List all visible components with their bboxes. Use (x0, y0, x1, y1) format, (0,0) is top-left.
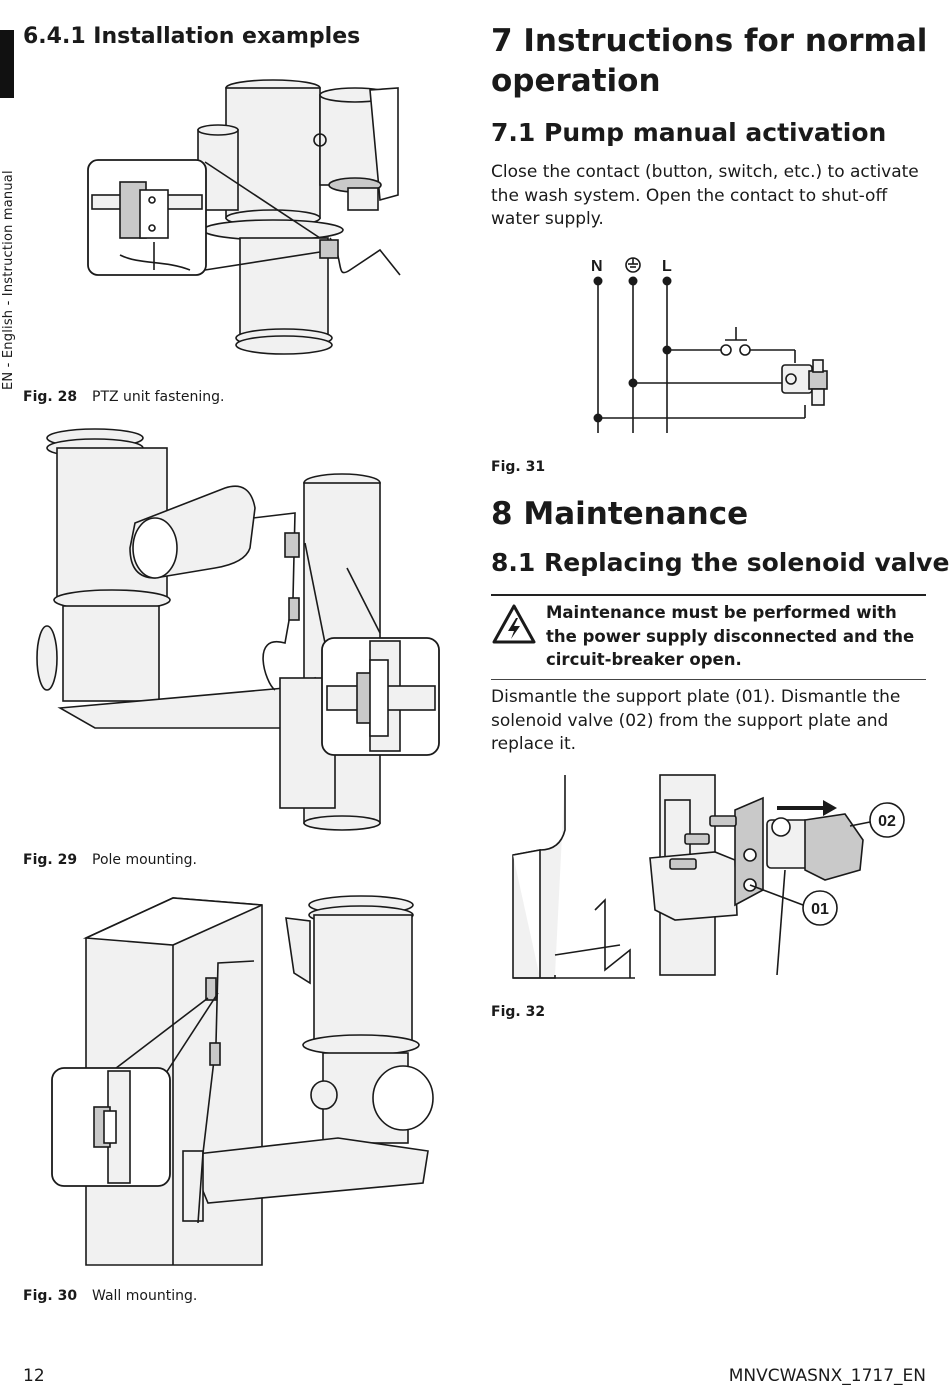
document-code: MNVCWASNX_1717_EN (728, 1366, 926, 1386)
section-title-6-4-1: 6.4.1 Installation examples (23, 24, 361, 49)
chapter-7-title: 7 Instructions for normal operation (491, 23, 928, 99)
fig30-caption: Wall mounting. (92, 1288, 198, 1304)
fig28-caption: PTZ unit fastening. (92, 389, 225, 405)
screw-icon (669, 815, 757, 892)
side-tab-bar (0, 30, 14, 98)
label-l: L (662, 258, 672, 275)
label-n: N (591, 258, 603, 275)
warning-text: Maintenance must be performed with the p… (546, 603, 915, 669)
warning-bottom-rule (491, 679, 926, 680)
side-label: EN - English - Instruction manual (1, 170, 16, 390)
fig30-number: Fig. 30 (23, 1288, 78, 1304)
fig29-caption: Pole mounting. (92, 852, 197, 868)
section-7-1-body: Close the contact (button, switch, etc.)… (491, 162, 919, 229)
figure-28-illustration (87, 79, 401, 355)
figure-32-illustration: 02 01 (512, 774, 905, 979)
chapter-8-title: 8 Maintenance (491, 496, 749, 532)
ground-symbol-icon (625, 257, 641, 273)
fig29-number: Fig. 29 (23, 852, 78, 868)
section-7-1-title: 7.1 Pump manual activation (491, 118, 887, 147)
callout-02: 02 (878, 813, 896, 830)
page-number: 12 (23, 1366, 45, 1386)
fig31-number: Fig. 31 (491, 459, 546, 475)
fig32-number: Fig. 32 (491, 1004, 546, 1020)
electrical-warning-icon (492, 604, 536, 644)
figure-29-illustration (36, 428, 440, 831)
figure-30-illustration (51, 895, 434, 1266)
callout-01: 01 (811, 901, 829, 918)
fig28-number: Fig. 28 (23, 389, 78, 405)
figure-31-wiring-diagram: N L (591, 257, 828, 433)
section-8-1-title: 8.1 Replacing the solenoid valve (491, 548, 950, 577)
section-8-1-body: Dismantle the support plate (01). Disman… (491, 687, 901, 754)
warning-top-rule (491, 594, 926, 596)
